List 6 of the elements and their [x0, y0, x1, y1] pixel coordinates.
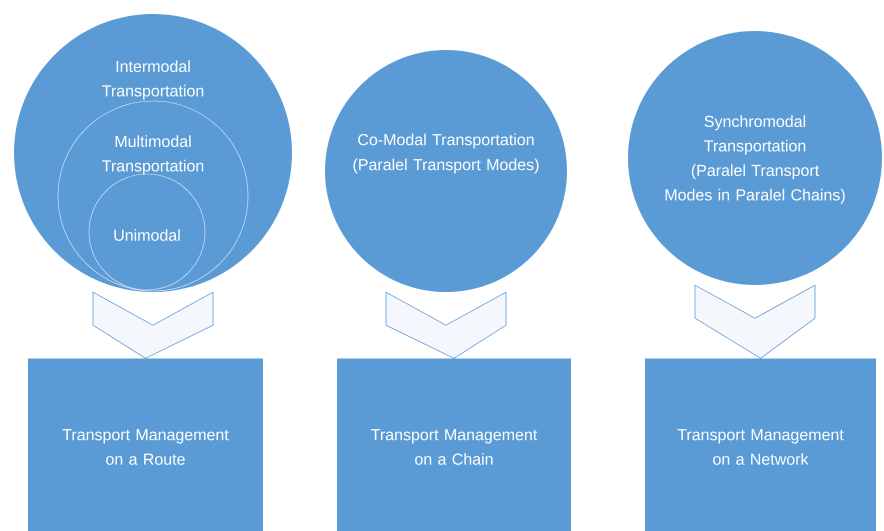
process-box: Transport Management on a Chain — [337, 358, 571, 531]
chevron-arrow — [92, 292, 214, 359]
process-box: Transport Management on a Network — [645, 358, 876, 531]
chevron-arrow — [386, 292, 506, 359]
chevron-arrow — [694, 284, 816, 359]
process-box: Transport Management on a Route — [28, 358, 263, 531]
